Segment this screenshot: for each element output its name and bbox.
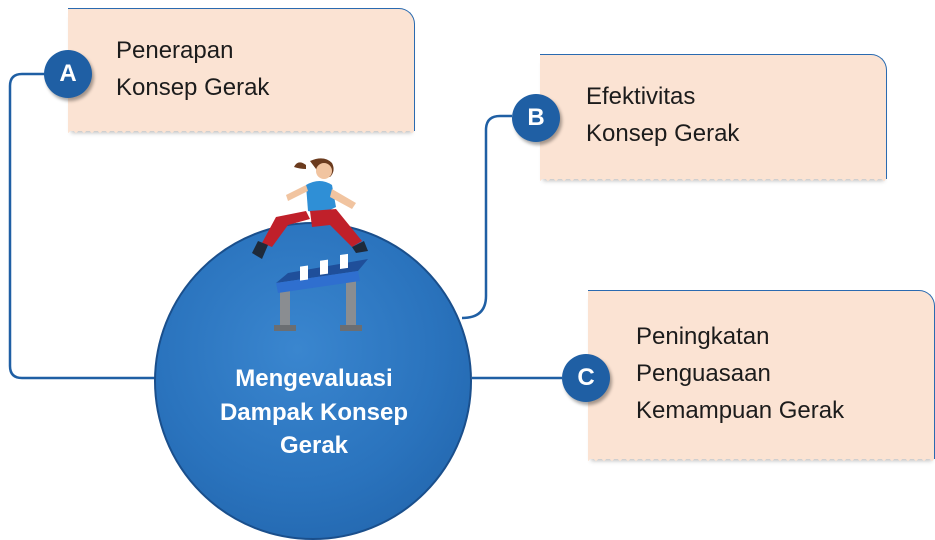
connector-b [461,114,512,320]
card-c-line-1: Peningkatan [636,323,770,350]
badge-b: B [512,94,560,142]
central-title: Mengevaluasi Dampak Konsep Gerak [219,365,409,460]
badge-c: C [562,354,610,402]
card-a-line-2: Konsep Gerak [116,74,270,102]
card-c-text: Peningkatan Penguasaan Kemampuan Gerak [636,318,844,430]
card-a-text: Penerapan Konsep Gerak [116,32,269,106]
card-c [588,290,935,464]
connector-a [8,72,160,380]
card-a-line-1: Penerapan [116,37,234,64]
runner [252,158,368,259]
card-a [68,8,415,136]
hurdle-icon [274,253,368,331]
card-b-line-1: Efektivitas [586,83,696,110]
card-b-line-2: Konsep Gerak [586,120,740,148]
card-b [540,54,887,184]
card-b-text: Efektivitas Konsep Gerak [586,78,739,152]
card-c-line-2: Penguasaan [636,360,771,388]
hurdler-illustration [252,158,368,331]
card-c-line-3: Kemampuan Gerak [636,397,845,425]
badge-a: A [44,50,92,98]
